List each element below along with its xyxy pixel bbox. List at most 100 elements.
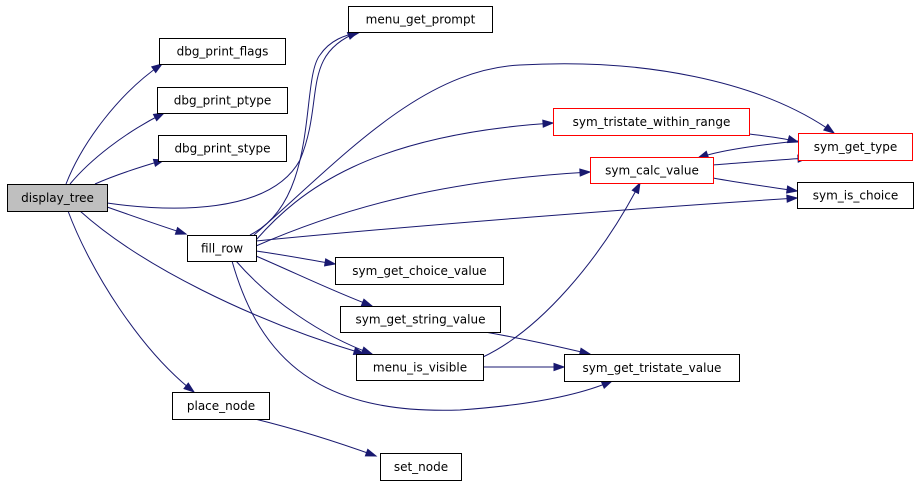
node-fill-row[interactable]: fill_row — [187, 235, 257, 262]
edge-line — [65, 63, 163, 185]
edge-line — [106, 206, 187, 235]
node-label: sym_get_choice_value — [352, 264, 486, 278]
node-label: set_node — [394, 460, 448, 474]
edge-arrowhead — [823, 123, 836, 134]
node-sym-calc-value[interactable]: sym_calc_value — [590, 157, 714, 184]
edge-line — [255, 171, 591, 247]
node-sym-get-tristate-value[interactable]: sym_get_tristate_value — [564, 354, 740, 382]
node-label: dbg_print_flags — [177, 45, 269, 59]
node-box[interactable] — [348, 6, 493, 33]
edge-display_tree-to-dbg_print_stype — [94, 158, 166, 185]
edge-arrowhead — [553, 362, 566, 372]
node-box[interactable] — [158, 135, 287, 162]
edge-fill_row-to-sym_get_choice_value — [255, 250, 337, 267]
edge-line — [255, 250, 336, 265]
edge-display_tree-to-dbg_print_ptype — [69, 112, 166, 185]
edge-line — [69, 112, 165, 185]
edge-line — [231, 260, 613, 411]
node-label: sym_get_string_value — [356, 313, 486, 327]
edge-arrowhead — [360, 346, 374, 355]
node-box[interactable] — [340, 306, 501, 333]
node-display-tree[interactable]: display_tree — [7, 184, 108, 212]
edge-arrowhead — [364, 448, 378, 457]
edge-line — [255, 255, 373, 307]
edge-line — [79, 210, 365, 355]
node-dbg-print-ptype[interactable]: dbg_print_ptype — [157, 87, 288, 114]
edge-arrowhead — [174, 226, 188, 235]
edge-arrowhead — [579, 168, 592, 177]
node-sym-get-string-value[interactable]: sym_get_string_value — [340, 306, 501, 333]
edge-line — [94, 159, 165, 185]
node-place-node[interactable]: place_node — [172, 392, 270, 420]
edge-display_tree-to-menu_is_visible — [79, 210, 366, 356]
node-label: fill_row — [201, 242, 243, 256]
node-label: dbg_print_stype — [174, 142, 270, 156]
edge-arrowhead — [631, 181, 641, 195]
node-box[interactable] — [187, 235, 257, 262]
edge-sym_get_string_value-to-sym_get_tristate_value — [484, 331, 592, 356]
edge-arrowhead — [360, 298, 374, 307]
node-box[interactable] — [335, 257, 504, 285]
edge-display_tree-to-place_node — [67, 210, 196, 393]
edge-arrowhead — [183, 382, 196, 393]
edge-fill_row-to-sym_get_type — [253, 63, 836, 236]
edge-line — [482, 182, 641, 358]
node-label: sym_calc_value — [605, 164, 699, 178]
node-box[interactable] — [564, 354, 740, 382]
edge-arrowhead — [785, 185, 799, 194]
node-label: display_tree — [21, 191, 94, 205]
edge-sym_calc_value-to-sym_is_choice — [712, 177, 799, 194]
edge-line — [254, 418, 377, 457]
node-label: dbg_print_ptype — [174, 94, 271, 108]
edge-line — [235, 260, 373, 355]
edge-fill_row-to-sym_is_choice — [255, 194, 799, 242]
edge-arrowhead — [786, 194, 799, 203]
node-box[interactable] — [553, 108, 750, 136]
node-box[interactable] — [797, 182, 914, 209]
edge-line — [67, 210, 195, 393]
node-box[interactable] — [157, 87, 288, 114]
node-label: sym_get_type — [814, 140, 898, 154]
edge-display_tree-to-fill_row — [106, 206, 188, 235]
node-dbg-print-stype[interactable]: dbg_print_stype — [158, 135, 287, 162]
edge-arrowhead — [542, 119, 555, 128]
node-sym-tristate-within-range[interactable]: sym_tristate_within_range — [553, 108, 750, 136]
edge-menu_is_visible-to-sym_calc_value — [482, 181, 641, 358]
edge-arrowhead — [152, 112, 166, 122]
node-label: menu_is_visible — [373, 361, 467, 375]
node-label: sym_is_choice — [813, 189, 899, 203]
node-menu-is-visible[interactable]: menu_is_visible — [356, 354, 484, 381]
edge-line — [249, 31, 361, 236]
edge-menu_is_visible-to-sym_get_tristate_value — [483, 362, 566, 372]
node-set-node[interactable]: set_node — [380, 453, 462, 481]
edge-sym_tristate_within_range-to-sym_get_type — [748, 133, 800, 144]
node-box[interactable] — [380, 453, 462, 481]
node-box[interactable] — [159, 38, 286, 65]
edge-fill_row-to-sym_get_string_value — [255, 255, 374, 307]
node-sym-get-type[interactable]: sym_get_type — [798, 133, 913, 161]
edge-arrowhead — [150, 63, 164, 74]
edge-line — [697, 140, 799, 159]
node-sym-is-choice[interactable]: sym_is_choice — [797, 182, 914, 209]
nodes-layer: display_tree dbg_print_flags dbg_print_pty… — [7, 6, 914, 481]
node-box[interactable] — [798, 133, 913, 161]
node-label: sym_tristate_within_range — [573, 115, 731, 129]
edge-fill_row-to-sym_tristate_within_range — [255, 119, 555, 241]
node-dbg-print-flags[interactable]: dbg_print_flags — [159, 38, 286, 65]
edge-fill_row-to-sym_calc_value — [255, 168, 592, 247]
edge-line — [255, 197, 798, 242]
node-box[interactable] — [172, 392, 270, 420]
node-box[interactable] — [590, 157, 714, 184]
edge-place_node-to-set_node — [254, 418, 378, 457]
node-label: menu_get_prompt — [366, 13, 476, 27]
edge-sym_calc_value-to-sym_get_type — [712, 154, 810, 166]
node-box[interactable] — [356, 354, 484, 381]
node-sym-get-choice-value[interactable]: sym_get_choice_value — [335, 257, 504, 285]
node-box[interactable] — [7, 184, 108, 212]
edge-arrowhead — [600, 380, 614, 390]
node-label: sym_get_tristate_value — [583, 361, 722, 375]
edge-line — [255, 122, 554, 241]
node-menu-get-prompt[interactable]: menu_get_prompt — [348, 6, 493, 33]
edge-arrowhead — [323, 258, 337, 267]
